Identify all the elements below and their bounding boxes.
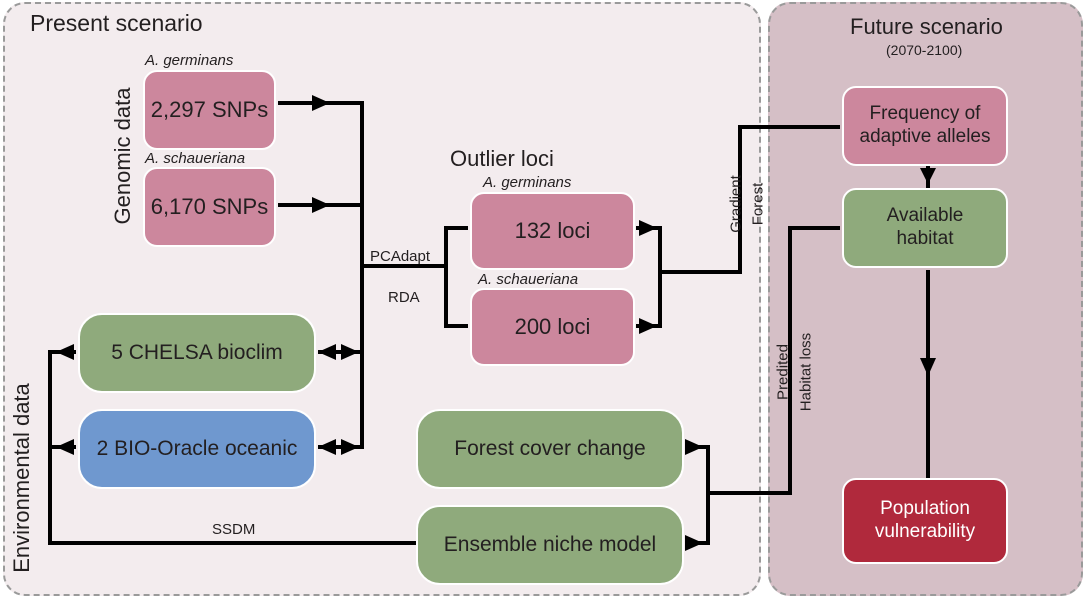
outlier-species-germinans: A. germinans — [483, 174, 572, 191]
bio-oracle-oceanic-box: 2 BIO-Oracle oceanic — [78, 409, 316, 489]
future-scenario-title: Future scenario — [850, 14, 1003, 39]
ssdm-label: SSDM — [212, 521, 256, 538]
snps-germinans-box: 2,297 SNPs — [143, 70, 276, 150]
species-label-germinans: A. germinans — [145, 52, 234, 69]
forest-label: Forest — [749, 182, 767, 226]
population-vulnerability-box: Population vulnerability — [842, 478, 1008, 564]
outlier-loci-title: Outlier loci — [450, 146, 554, 171]
genomic-data-label: Genomic data — [110, 87, 135, 225]
loci-schaueriana-box: 200 loci — [470, 288, 635, 366]
outlier-species-schaueriana: A. schaueriana — [478, 271, 579, 288]
adaptive-alleles-box: Frequency of adaptive alleles — [842, 86, 1008, 166]
future-period: (2070-2100) — [886, 42, 963, 58]
chelsa-bioclim-box: 5 CHELSA bioclim — [78, 313, 316, 393]
snps-schaueriana-box: 6,170 SNPs — [143, 167, 276, 247]
present-scenario-title: Present scenario — [30, 10, 203, 36]
predited-label: Predited — [774, 344, 792, 400]
pcadapt-label: PCAdapt — [370, 248, 431, 265]
environmental-data-label: Environmental data — [9, 383, 34, 573]
habitat-loss-label: Habitat loss — [797, 332, 815, 412]
gradient-label: Gradient — [727, 175, 745, 233]
loci-germinans-box: 132 loci — [470, 192, 635, 270]
ensemble-niche-model-box: Ensemble niche model — [416, 505, 684, 585]
rda-label: RDA — [388, 289, 420, 306]
forest-cover-change-box: Forest cover change — [416, 409, 684, 489]
species-label-schaueriana: A. schaueriana — [145, 150, 246, 167]
available-habitat-box: Available habitat — [842, 188, 1008, 268]
